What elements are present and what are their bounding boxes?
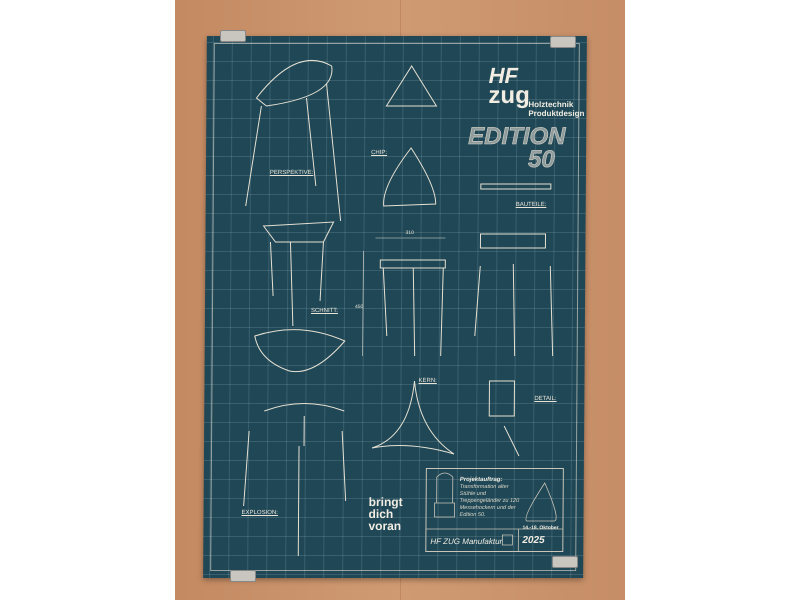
- front-view-legs: [382, 267, 444, 357]
- schnitt-seat: [262, 221, 335, 243]
- dimension-height: 450: [354, 304, 364, 310]
- triangle-knot-icon: [525, 482, 557, 522]
- stool-perspective-legs: [245, 83, 342, 222]
- stool-perspective-seat: [255, 59, 333, 107]
- kern-shape: [371, 380, 455, 455]
- manufaktur-label: HF ZUG Manufaktur: [430, 537, 503, 546]
- poster-clip: [552, 556, 578, 568]
- poster-clip: [550, 36, 576, 48]
- label-explosion: EXPLOSION:: [241, 510, 278, 516]
- detail-joint: [488, 380, 520, 457]
- project-text: Transformation alter Stühle und Treppeng…: [459, 484, 520, 518]
- event-year: 2025: [522, 535, 545, 546]
- slogan: bringt dich voran: [368, 495, 402, 533]
- explosion-seat: [254, 329, 346, 373]
- explosion-core: [264, 403, 345, 446]
- poster: PERSPEKTIVE: CHIP: BAUTEILE: SCHNITT: KE…: [203, 36, 587, 578]
- project-box: Projektauftrag: Transformation alter Stü…: [425, 468, 564, 552]
- label-schnitt: SCHNITT:: [310, 308, 338, 314]
- poster-clip: [230, 570, 256, 582]
- hf-zug-logo: HF zug: [488, 63, 530, 109]
- subtitle-line2: Produktdesign: [528, 109, 585, 118]
- subtitle-line1: Holztechnik: [528, 100, 574, 109]
- dimension-line-v: [362, 251, 364, 356]
- label-bauteile: BAUTEILE:: [515, 202, 547, 208]
- front-view-seat: [379, 259, 446, 269]
- poster-clip: [220, 30, 246, 42]
- event-date: 14.-18. Oktober: [522, 525, 559, 531]
- parts-legs: [474, 263, 554, 357]
- chip-top-view: [385, 65, 438, 107]
- edition-number: 50: [527, 146, 555, 174]
- part-bar: [480, 183, 552, 190]
- part-bar-2: [479, 233, 547, 249]
- schnitt-legs: [269, 241, 324, 327]
- label-perspektive: PERSPEKTIVE:: [269, 170, 314, 176]
- blueprint-drawings: [243, 59, 554, 556]
- chair-icon: [426, 472, 563, 551]
- label-chip: CHIP:: [371, 150, 388, 156]
- logo-subtitle: Holztechnik Produktdesign: [528, 100, 584, 118]
- dimension-width: 310: [405, 230, 414, 236]
- label-kern: KERN:: [418, 378, 437, 384]
- label-detail: DETAIL:: [534, 396, 557, 402]
- project-title: Projektauftrag:: [459, 477, 503, 483]
- explosion-legs: [243, 430, 347, 556]
- logo-zug: zug: [488, 82, 530, 109]
- slogan-line: voran: [368, 519, 402, 533]
- chip-shape: [383, 147, 437, 207]
